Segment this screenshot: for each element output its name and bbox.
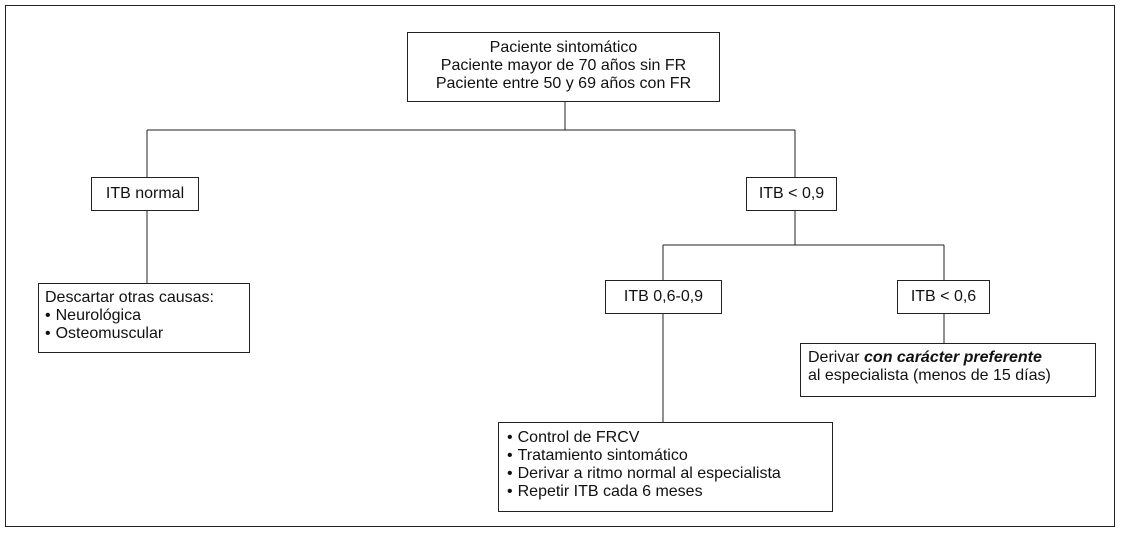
action-item: Control de FRCV (507, 429, 832, 447)
itb-normal-label: ITB normal (105, 185, 185, 202)
itb-low-node: ITB < 0,9 (746, 177, 837, 211)
root-node: Paciente sintomático Paciente mayor de 7… (407, 32, 720, 102)
actions-list: Control de FRCV Tratamiento sintomático … (507, 429, 832, 501)
refer-line-2: al especialista (menos de 15 días) (808, 367, 1051, 384)
itb-mid-node: ITB 0,6-0,9 (605, 280, 722, 314)
root-line-2: Paciente mayor de 70 años sin FR (440, 57, 687, 74)
itb-low-label: ITB < 0,9 (758, 185, 825, 202)
action-item: Tratamiento sintomático (507, 447, 832, 465)
discard-node: Descartar otras causas: Neurológica Oste… (38, 283, 250, 353)
refer-preferent-node: Derivar con carácter preferente al espec… (800, 343, 1096, 397)
diagram-frame (5, 5, 1115, 527)
actions-node: Control de FRCV Tratamiento sintomático … (498, 422, 833, 512)
root-line-3: Paciente entre 50 y 69 años con FR (435, 75, 692, 92)
refer-emphasis: con carácter preferente (864, 349, 1042, 366)
itb-very-low-node: ITB < 0,6 (897, 280, 990, 314)
discard-title: Descartar otras causas: (45, 289, 214, 306)
action-item: Derivar a ritmo normal al especialista (507, 465, 832, 483)
action-item: Repetir ITB cada 6 meses (507, 483, 832, 501)
discard-list: Neurológica Osteomuscular (45, 307, 249, 343)
itb-normal-node: ITB normal (91, 177, 199, 211)
root-line-1: Paciente sintomático (489, 39, 638, 56)
itb-very-low-label: ITB < 0,6 (910, 288, 977, 305)
discard-item: Osteomuscular (45, 325, 249, 343)
refer-line-1: Derivar con carácter preferente (808, 349, 1095, 367)
refer-prefix: Derivar (808, 349, 865, 366)
itb-mid-label: ITB 0,6-0,9 (623, 288, 704, 305)
discard-item: Neurológica (45, 307, 249, 325)
